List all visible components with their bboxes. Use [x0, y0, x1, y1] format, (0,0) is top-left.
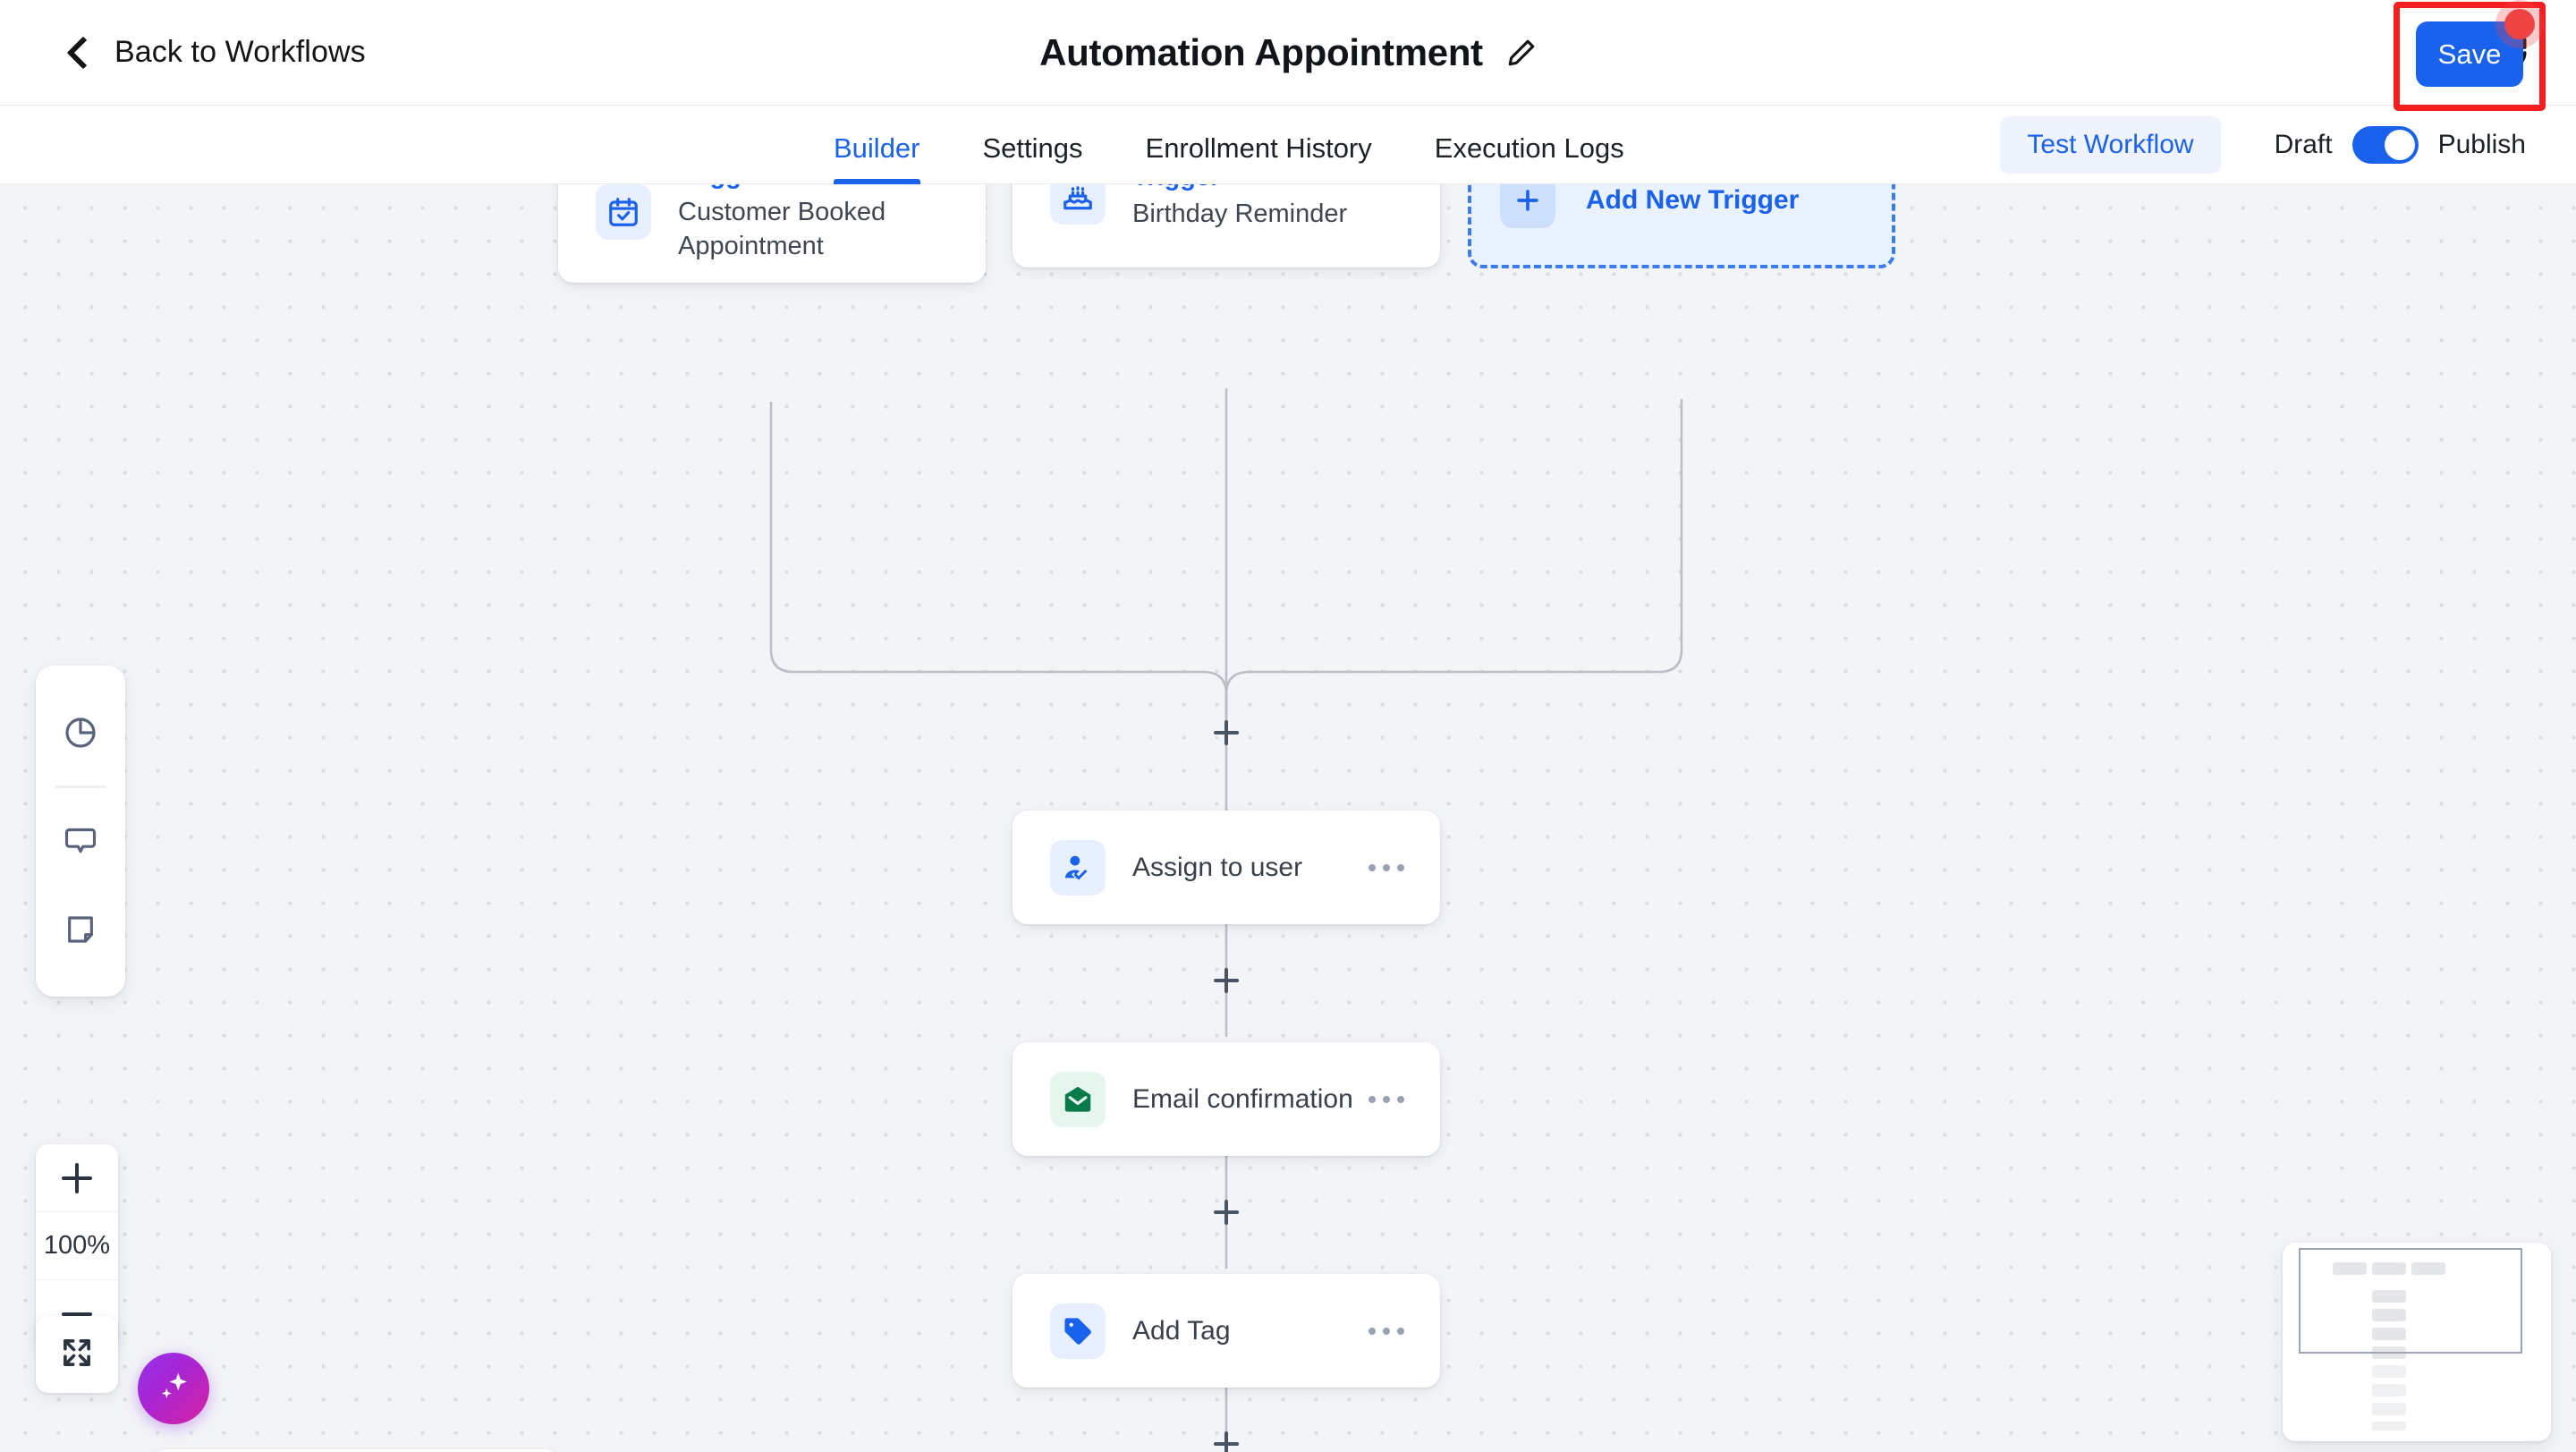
- tool-panel-divider: [55, 785, 106, 788]
- more-dots-icon[interactable]: [1368, 1095, 1404, 1103]
- trigger-name-label: Customer Booked Appointment: [678, 198, 886, 261]
- save-unsaved-indicator-badge: [2504, 9, 2535, 39]
- workflow-title-group: Automation Appointment: [0, 0, 2576, 106]
- trigger-kind-label: Trigger: [1132, 184, 1347, 194]
- action-node-label: Email confirmation: [1132, 1083, 1353, 1114]
- birthday-cake-icon: [1050, 184, 1106, 225]
- action-node-email-confirmation[interactable]: Email confirmation: [1013, 1042, 1440, 1156]
- save-button[interactable]: Save: [2416, 21, 2523, 87]
- sparkle-icon: [155, 1368, 192, 1410]
- trigger-node-customer-booked[interactable]: Trigger Customer Booked Appointment: [558, 184, 986, 283]
- chevron-left-icon: [66, 36, 100, 69]
- add-step-button-3[interactable]: [1211, 1429, 1241, 1452]
- plus-icon: [1500, 184, 1555, 228]
- trigger-node-text: Trigger Birthday Reminder: [1132, 184, 1347, 232]
- pie-chart-icon[interactable]: [49, 705, 112, 760]
- tab-enrollment-history[interactable]: Enrollment History: [1145, 132, 1372, 164]
- back-button-label: Back to Workflows: [114, 35, 366, 69]
- envelope-open-icon: [1050, 1071, 1106, 1127]
- tab-settings[interactable]: Settings: [982, 132, 1083, 164]
- trigger-name-label: Birthday Reminder: [1132, 200, 1348, 229]
- user-check-icon: [1050, 839, 1106, 896]
- workflow-connectors: [769, 388, 1683, 1452]
- toggle-knob: [2384, 130, 2415, 160]
- expand-arrows-icon: [58, 1334, 96, 1376]
- minimap-content: [2283, 1243, 2551, 1441]
- plus-icon: [62, 1162, 92, 1193]
- minus-icon: [62, 1312, 92, 1316]
- sticky-note-icon[interactable]: [49, 902, 112, 957]
- tab-execution-logs[interactable]: Execution Logs: [1434, 132, 1624, 164]
- action-node-label: Assign to user: [1132, 852, 1303, 882]
- more-dots-icon[interactable]: [1368, 1327, 1404, 1335]
- add-new-trigger-button[interactable]: Add New Trigger: [1468, 184, 1895, 268]
- minimap-viewport-rect[interactable]: [2299, 1248, 2522, 1354]
- add-step-button-2[interactable]: [1211, 1197, 1241, 1227]
- comment-bubble-icon[interactable]: [49, 813, 112, 869]
- action-node-add-tag[interactable]: Add Tag: [1013, 1274, 1440, 1388]
- action-node-assign-to-user[interactable]: Assign to user: [1013, 811, 1440, 924]
- workflow-canvas[interactable]: Trigger Customer Booked Appointment Trig…: [0, 184, 2576, 1452]
- page-title: Automation Appointment: [1039, 31, 1483, 73]
- workflow-minimap[interactable]: [2283, 1243, 2551, 1441]
- app-header: Back to Workflows Automation Appointment: [0, 0, 2576, 106]
- trigger-kind-label: Trigger: [678, 184, 946, 192]
- zoom-out-button[interactable]: [36, 1280, 118, 1348]
- zoom-in-button[interactable]: [36, 1144, 118, 1212]
- tabbar-right-controls: Test Workflow Draft Publish: [2000, 106, 2526, 184]
- suggestion-bar: Suggestion Add actions: [141, 1449, 569, 1452]
- more-dots-icon[interactable]: [1368, 863, 1404, 871]
- publish-label: Publish: [2437, 130, 2526, 159]
- tab-list: Builder Settings Enrollment History Exec…: [834, 106, 2576, 184]
- calendar-check-icon: [596, 184, 651, 240]
- draft-label: Draft: [2274, 130, 2333, 159]
- tab-builder[interactable]: Builder: [834, 132, 920, 184]
- add-step-button-merge[interactable]: [1211, 718, 1241, 748]
- test-workflow-button[interactable]: Test Workflow: [2000, 116, 2221, 174]
- fit-to-screen-button[interactable]: [36, 1316, 118, 1393]
- workflow-tabbar: Builder Settings Enrollment History Exec…: [0, 106, 2576, 184]
- ai-assistant-button[interactable]: [138, 1353, 209, 1424]
- trigger-node-text: Trigger Customer Booked Appointment: [678, 184, 946, 264]
- pencil-icon[interactable]: [1506, 38, 1537, 68]
- tag-icon: [1050, 1303, 1106, 1359]
- add-step-button-1[interactable]: [1211, 965, 1241, 996]
- back-to-workflows-button[interactable]: Back to Workflows: [66, 35, 366, 70]
- canvas-tool-panel: [36, 666, 125, 997]
- draft-publish-toggle[interactable]: [2351, 126, 2419, 164]
- zoom-level-display[interactable]: 100%: [36, 1212, 118, 1280]
- zoom-controls: 100%: [36, 1144, 118, 1348]
- add-new-trigger-label: Add New Trigger: [1586, 185, 1800, 215]
- trigger-node-birthday-reminder[interactable]: Trigger Birthday Reminder: [1013, 184, 1440, 267]
- action-node-label: Add Tag: [1132, 1315, 1231, 1346]
